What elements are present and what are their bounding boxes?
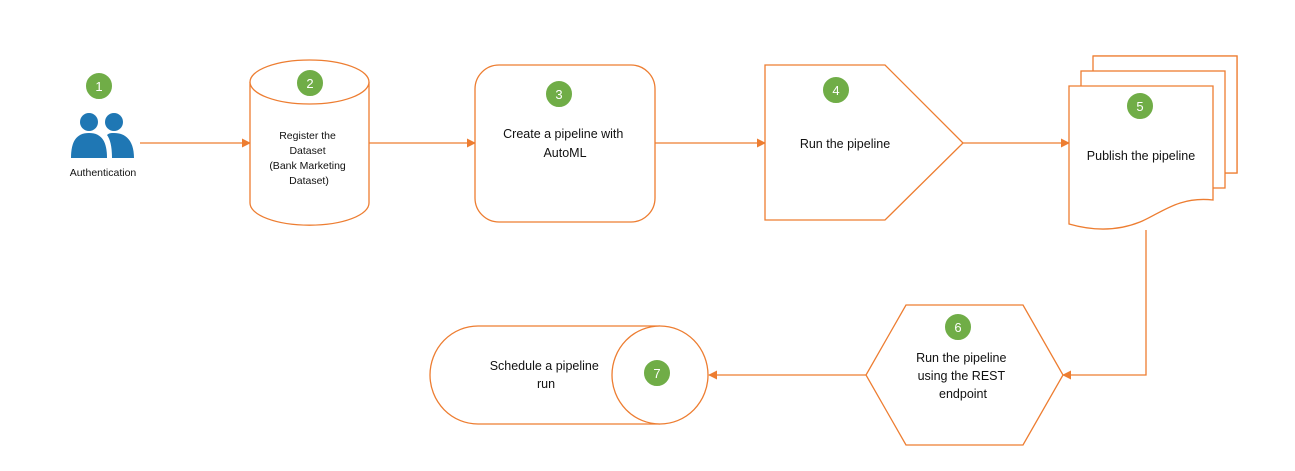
step-run-rest-endpoint: 6 Run the pipeline using the REST endpoi…	[865, 304, 1064, 446]
svg-text:5: 5	[1136, 99, 1143, 114]
svg-text:1: 1	[95, 79, 102, 94]
connector-5-6	[1062, 230, 1147, 380]
users-icon	[71, 113, 134, 158]
svg-text:2: 2	[306, 76, 313, 91]
svg-text:3: 3	[555, 87, 562, 102]
step-3-label: Create a pipeline with AutoML	[503, 127, 627, 160]
create-pipeline-box	[474, 64, 656, 223]
step-run-pipeline: 4 Run the pipeline	[764, 64, 964, 221]
step-2-badge: 2	[295, 68, 325, 98]
step-publish-pipeline: 5 Publish the pipeline	[1068, 55, 1238, 230]
run-pipeline-shape	[764, 64, 964, 221]
svg-text:4: 4	[832, 83, 839, 98]
step-4-badge: 4	[821, 75, 851, 105]
dataset-cylinder-body	[249, 82, 370, 226]
step-5-label: Publish the pipeline	[1087, 149, 1195, 163]
step-schedule-pipeline: 7 Schedule a pipeline run	[429, 325, 709, 425]
step-6-badge: 6	[943, 312, 973, 342]
svg-text:6: 6	[954, 320, 961, 335]
schedule-cylinder-body	[429, 325, 660, 425]
rest-endpoint-hexagon	[865, 304, 1064, 446]
step-3-badge: 3	[544, 79, 574, 109]
step-4-label: Run the pipeline	[800, 137, 890, 151]
step-5-badge: 5	[1125, 91, 1155, 121]
svg-text:7: 7	[653, 366, 660, 381]
step-register-dataset: 2 Register the Dataset (Bank Marketing D…	[249, 59, 370, 226]
step-6-label: Run the pipeline using the REST endpoint	[916, 351, 1010, 401]
step-1-badge: 1	[84, 71, 114, 101]
step-2-label: Register the Dataset (Bank Marketing Dat…	[269, 130, 348, 187]
step-7-label: Schedule a pipeline run	[490, 359, 603, 391]
step-authentication: Authentication 1	[70, 71, 137, 179]
document-front-sheet	[1068, 85, 1214, 230]
step-1-label: Authentication	[70, 167, 137, 179]
step-7-badge: 7	[642, 358, 672, 388]
step-create-pipeline: 3 Create a pipeline with AutoML	[474, 64, 656, 223]
